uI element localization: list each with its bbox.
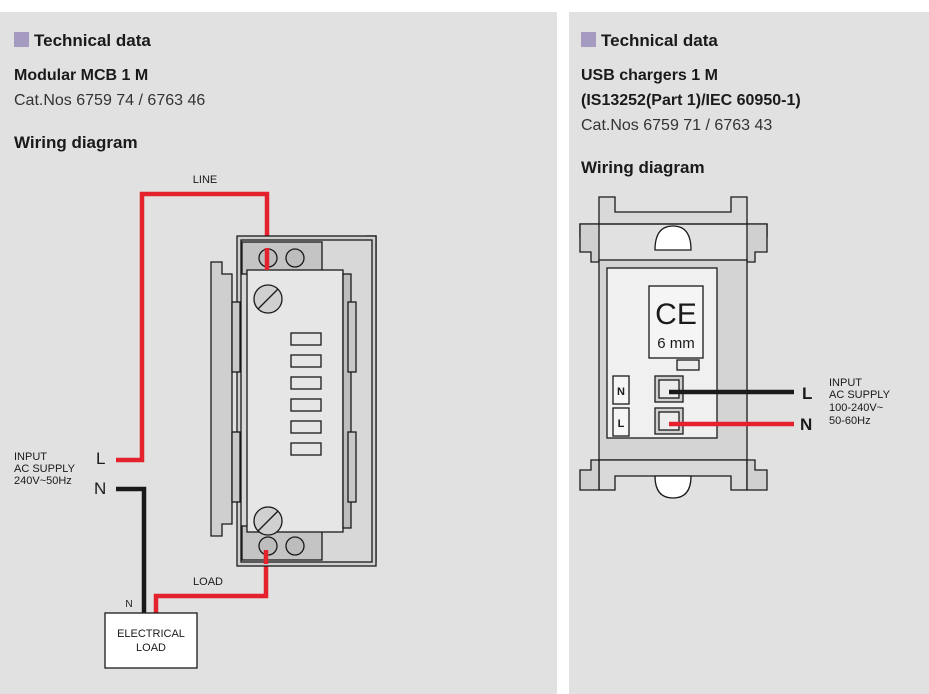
side-n-label: N: [617, 386, 625, 398]
section-marker-icon: [581, 32, 596, 47]
load-label: LOAD: [193, 576, 223, 588]
line-wire: [116, 191, 270, 463]
wiring-heading: Wiring diagram: [581, 158, 705, 177]
wiring-heading: Wiring diagram: [14, 133, 138, 152]
catalog-numbers: Cat.Nos 6759 71 / 6763 43: [581, 117, 773, 134]
terminal-l-label: L: [802, 384, 812, 403]
neutral-wire-label: N: [125, 599, 132, 610]
line-label: LINE: [193, 174, 217, 186]
mcb-wiring-diagram: ELECTRICAL LOAD LINE LOAD N INPUT AC SUP…: [14, 174, 377, 669]
terminal-n-label: N: [800, 415, 812, 434]
electrical-load-box: [104, 612, 198, 669]
input-label: 100-240V~: [829, 402, 883, 414]
mcb-panel: Technical data Modular MCB 1 M Cat.Nos 6…: [0, 12, 557, 694]
usb-charger-panel: Technical data USB chargers 1 M (IS13252…: [569, 12, 929, 694]
side-l-label: L: [618, 418, 625, 430]
load-box-label: ELECTRICAL: [117, 628, 185, 640]
input-label: 240V~50Hz: [14, 475, 72, 487]
input-label: INPUT: [829, 377, 862, 389]
load-box-label: LOAD: [136, 642, 166, 654]
input-label: INPUT: [14, 451, 47, 463]
section-title: Technical data: [581, 31, 718, 51]
neutral-wire: [116, 486, 147, 613]
input-label: AC SUPPLY: [14, 463, 76, 475]
terminal-l-label: L: [96, 449, 105, 468]
product-name: Modular MCB 1 M: [14, 67, 149, 84]
usb-wiring-diagram: CE 6 mm N L L N INPUT AC SUPPLY 100-240V…: [579, 196, 891, 499]
product-standard: (IS13252(Part 1)/IEC 60950-1): [581, 92, 801, 109]
input-label: 50-60Hz: [829, 415, 871, 427]
ce-mark-icon: CE: [655, 298, 697, 331]
product-name: USB chargers 1 M: [581, 67, 718, 84]
mcb-module-icon: [210, 235, 377, 567]
input-label: AC SUPPLY: [829, 389, 891, 401]
load-wire: [153, 550, 269, 613]
section-title: Technical data: [14, 31, 151, 51]
section-marker-icon: [14, 32, 29, 47]
usb-module-icon: [579, 196, 768, 499]
strip-length-label: 6 mm: [657, 335, 695, 352]
catalog-numbers: Cat.Nos 6759 74 / 6763 46: [14, 92, 206, 109]
terminal-n-label: N: [94, 479, 106, 498]
